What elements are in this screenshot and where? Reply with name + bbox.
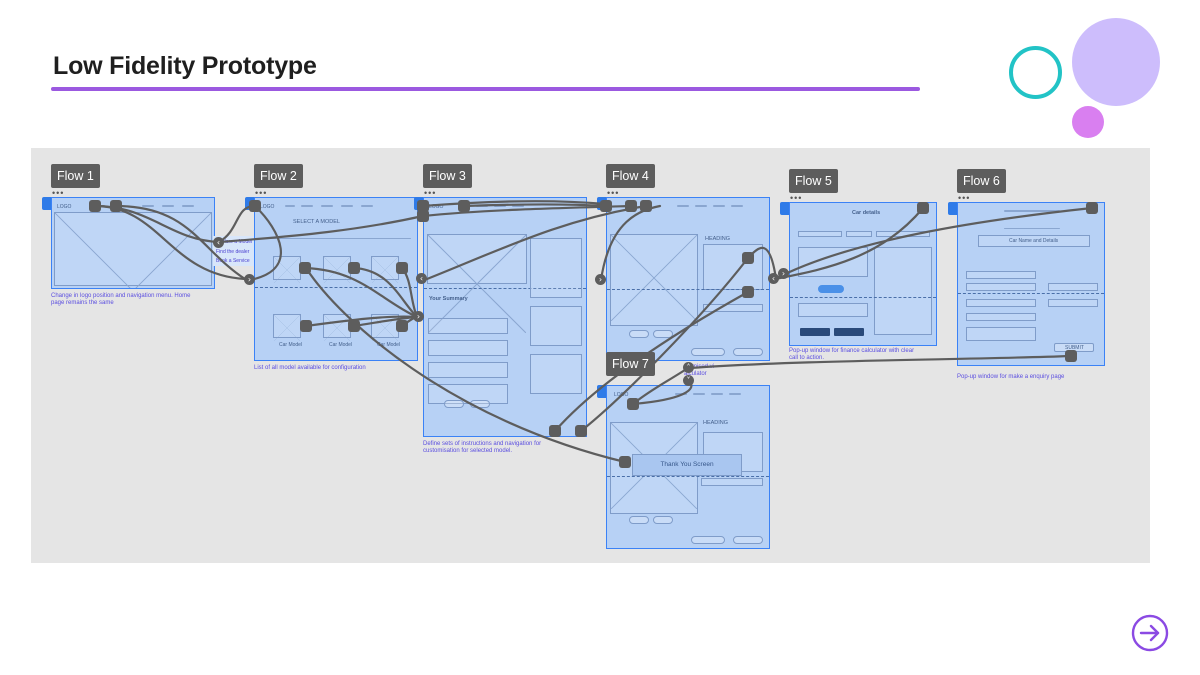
wireframe-logo: LOGO xyxy=(57,204,72,210)
chevron-left-icon[interactable]: ‹ xyxy=(213,237,224,248)
flow-3-caption: Define sets of instructions and navigati… xyxy=(423,441,542,454)
enquiry-car-field: Car Name and Details xyxy=(1009,238,1059,244)
frame-flow-6[interactable]: Car Name and Details SUBMIT xyxy=(957,202,1105,366)
flow-label-4: Flow 4 xyxy=(606,164,655,188)
chevron-right-icon[interactable]: › xyxy=(595,274,606,285)
flow-menu-dots[interactable]: ••• xyxy=(52,188,65,198)
chevron-left-icon[interactable]: ‹ xyxy=(768,273,779,284)
frame-flow-5[interactable]: Car details xyxy=(789,202,937,346)
chevron-right-icon[interactable]: › xyxy=(413,311,424,322)
chevron-right-icon[interactable]: › xyxy=(778,268,789,279)
wireframe-logo: LOGO xyxy=(614,392,629,398)
chevron-up-icon[interactable]: ˄ xyxy=(683,362,694,373)
chevron-down-icon[interactable]: ˅ xyxy=(683,375,694,386)
frame-flow-7[interactable]: LOGO HEADING Thank You Screen xyxy=(606,385,770,549)
menu-item-dealer[interactable]: Find the dealer xyxy=(216,249,250,255)
car-model-label: Car Model xyxy=(279,342,303,348)
wireframe-heading: HEADING xyxy=(703,420,729,426)
flow-label-7: Flow 7 xyxy=(606,352,655,376)
flow-5-caption: Pop-up window for finance calculator wit… xyxy=(789,348,915,361)
wireframe-heading: HEADING xyxy=(705,236,731,242)
circle-arrow-right-icon[interactable] xyxy=(1131,614,1169,652)
frame-flow-3[interactable]: LOGO Your Summary xyxy=(423,197,587,437)
wireframe-logo: LOGO xyxy=(429,204,444,210)
frame-flow-1[interactable]: LOGO xyxy=(51,197,215,289)
frame-tab xyxy=(597,385,606,398)
decorative-circle-large xyxy=(1072,18,1160,106)
flow-label-1: Flow 1 xyxy=(51,164,100,188)
decorative-ring xyxy=(1009,46,1062,99)
flow-menu-dots[interactable]: ••• xyxy=(607,188,620,198)
flow-label-5: Flow 5 xyxy=(789,169,838,193)
car-model-label: Car Model xyxy=(377,342,401,348)
flow-menu-dots[interactable]: ••• xyxy=(958,193,971,203)
flow-menu-dots[interactable]: ••• xyxy=(424,188,437,198)
page-title: Low Fidelity Prototype xyxy=(53,52,317,80)
flow-6-caption: Pop-up window for make a enquiry page xyxy=(957,374,1065,380)
menu-item-service[interactable]: Book a Service xyxy=(216,258,250,264)
hero-image-placeholder xyxy=(54,212,212,288)
car-model-label: Car Model xyxy=(329,342,353,348)
decorative-circle-small xyxy=(1072,106,1104,138)
flow-2-caption: List of all model available for configur… xyxy=(254,365,366,371)
frame-flow-4[interactable]: HEADING xyxy=(606,197,770,361)
frame-flow-2[interactable]: LOGO SELECT A MODEL Car Model Car Model … xyxy=(254,197,418,361)
thank-you-screen: Thank You Screen xyxy=(632,454,742,476)
chevron-right-icon[interactable]: › xyxy=(244,274,255,285)
flow-menu-dots[interactable]: ••• xyxy=(255,188,268,198)
frame-tab xyxy=(42,197,51,210)
title-underline xyxy=(51,87,920,91)
model-list-heading: SELECT A MODEL xyxy=(293,219,340,225)
frame-tab xyxy=(780,202,789,215)
flow-4-caption-fragment: mised vi xyxy=(692,364,715,370)
frame-tab xyxy=(414,197,423,210)
flow-1-caption: Change in logo position and navigation m… xyxy=(51,293,191,306)
wireframe-logo: LOGO xyxy=(260,204,275,210)
finance-popup-title: Car details xyxy=(852,210,881,216)
flow-label-6: Flow 6 xyxy=(957,169,1006,193)
flow-label-2: Flow 2 xyxy=(254,164,303,188)
frame-tab xyxy=(597,197,606,210)
chevron-left-icon[interactable]: ‹ xyxy=(416,273,427,284)
frame-tab xyxy=(245,197,254,210)
summary-heading: Your Summary xyxy=(429,296,468,302)
flow-label-3: Flow 3 xyxy=(423,164,472,188)
flow-menu-dots[interactable]: ••• xyxy=(790,193,803,203)
frame-tab xyxy=(948,202,957,215)
submit-button[interactable]: SUBMIT xyxy=(1065,345,1084,351)
